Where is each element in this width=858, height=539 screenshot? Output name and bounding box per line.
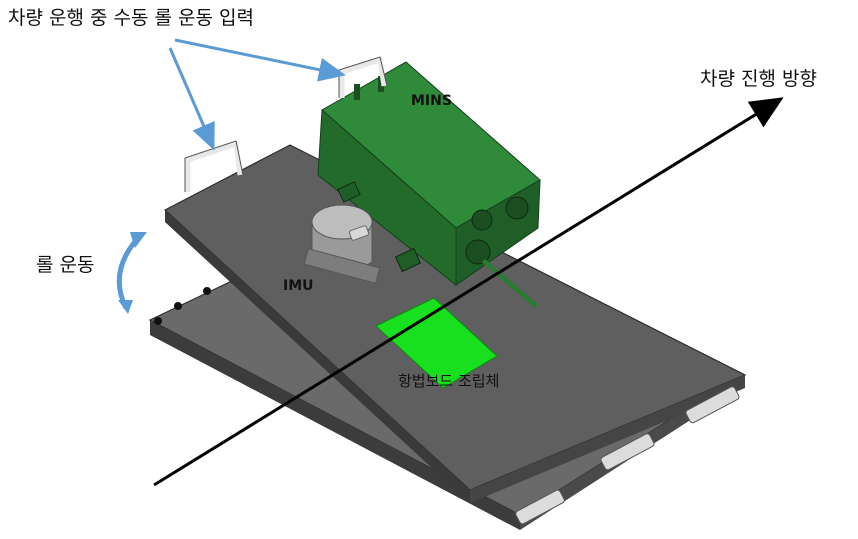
- handle-left: [185, 140, 243, 192]
- roll-arrow-head-top: [130, 232, 147, 248]
- imu-unit: [303, 204, 381, 284]
- imu-label: IMU: [283, 278, 314, 294]
- hinges: [515, 386, 740, 525]
- roll-motion-arrow: [116, 236, 140, 310]
- mins-label: MINS: [411, 93, 452, 109]
- screws: [154, 287, 211, 325]
- handle-right: [339, 56, 387, 98]
- nav-board-label: 항법보드 조립체: [398, 372, 500, 390]
- pointer-arrow-left-handle: [168, 47, 215, 151]
- manual-roll-input-label: 차량 운행 중 수동 롤 운동 입력: [8, 7, 254, 29]
- roll-arrow-head-bottom: [118, 300, 133, 314]
- nav-board-assembly: [375, 297, 498, 389]
- pointer-arrow-right-handle: [174, 38, 346, 82]
- vehicle-direction-arrow: [153, 97, 784, 487]
- handle-right-outline: [338, 56, 388, 98]
- mins-box: [317, 61, 541, 308]
- roll-motion-label: 롤 운동: [36, 254, 95, 276]
- vehicle-direction-label: 차량 진행 방향: [700, 68, 817, 90]
